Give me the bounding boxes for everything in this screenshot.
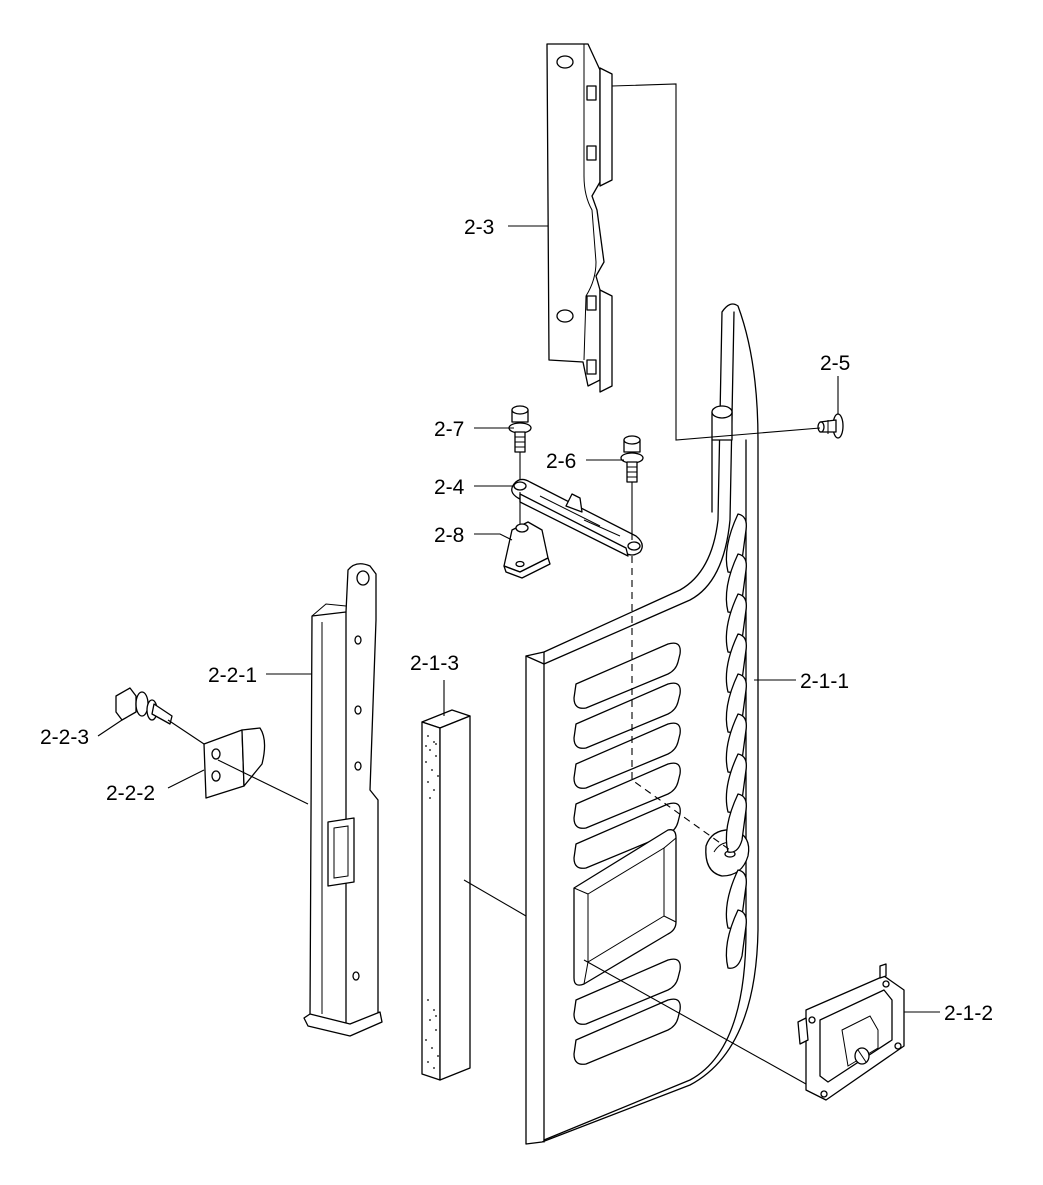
- part-2-5-hinge-pin: [817, 413, 844, 439]
- leader-lines: [97, 83, 940, 1085]
- part-2-8-small-bracket: [503, 521, 551, 579]
- part-2-1-3-foam-block: [421, 709, 471, 1081]
- part-2-1-2-handle-latch: [797, 963, 905, 1101]
- label-2-1-1: 2-1-1: [800, 670, 849, 693]
- part-2-2-2-angle-bracket: [203, 727, 266, 799]
- label-2-4: 2-4: [434, 476, 465, 499]
- label-2-2-3: 2-2-3: [40, 726, 89, 749]
- part-2-3-hinge-bracket: [546, 43, 613, 393]
- label-2-1-2: 2-1-2: [944, 1002, 993, 1025]
- part-2-2-3-bolt-washers: [115, 687, 173, 725]
- label-2-2-2: 2-2-2: [106, 782, 155, 805]
- door-side-louvres: [725, 513, 747, 969]
- part-2-7-bolt: [508, 405, 532, 453]
- foam-texture-dots: [425, 735, 439, 1069]
- part-2-6-bolt: [620, 435, 644, 483]
- label-2-8: 2-8: [434, 524, 464, 547]
- label-2-5: 2-5: [820, 352, 850, 375]
- part-2-4-strut-arm: [511, 478, 643, 557]
- part-2-1-1-door-panel: [525, 303, 759, 1145]
- label-2-7: 2-7: [434, 418, 464, 441]
- label-2-6: 2-6: [546, 450, 576, 473]
- door-louvres: [573, 642, 681, 1065]
- label-2-1-3: 2-1-3: [410, 652, 459, 675]
- label-2-2-1: 2-2-1: [208, 664, 257, 687]
- label-2-3: 2-3: [464, 216, 494, 239]
- part-2-2-1-vertical-post: [303, 563, 383, 1037]
- callout-labels: 2-3 2-5 2-7 2-6 2-4 2-8 2-2-1 2-1-3 2-1-…: [40, 216, 993, 1025]
